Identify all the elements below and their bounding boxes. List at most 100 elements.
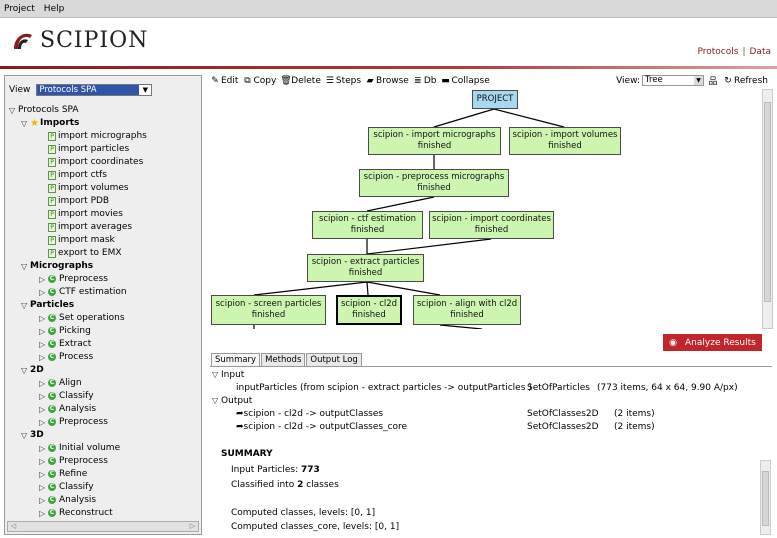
layout-button[interactable]: 品 xyxy=(708,74,719,87)
tree-item[interactable]: ▽2D xyxy=(21,364,44,376)
collapsed-triangle-icon[interactable]: ▷ xyxy=(39,417,46,427)
menu-project[interactable]: Project xyxy=(4,3,35,14)
db-button[interactable]: ≣Db xyxy=(413,76,436,86)
refresh-button[interactable]: ↻Refresh xyxy=(723,76,768,86)
collapsed-triangle-icon[interactable]: ▷ xyxy=(39,287,46,297)
expanded-triangle-icon[interactable]: ▽ xyxy=(21,118,28,128)
menu-help[interactable]: Help xyxy=(43,3,65,14)
horizontal-scrollbar[interactable]: ◁ ▷ xyxy=(7,521,199,532)
expanded-triangle-icon[interactable]: ▽ xyxy=(21,430,28,440)
tab-methods[interactable]: Methods xyxy=(261,353,306,366)
output-section[interactable]: ▽ Output xyxy=(212,396,252,406)
collapsed-triangle-icon[interactable]: ▷ xyxy=(39,313,46,323)
pencil-icon: ✎ xyxy=(211,76,219,86)
view-row: View Protocols SPA ▼ xyxy=(9,84,153,96)
scrollbar-thumb[interactable] xyxy=(764,102,771,302)
collapsed-triangle-icon[interactable]: ▷ xyxy=(39,274,46,284)
tree-item[interactable]: ▽Micrographs xyxy=(21,260,93,272)
expanded-triangle-icon[interactable]: ▽ xyxy=(21,300,28,310)
collapsed-triangle-icon[interactable]: ▷ xyxy=(39,469,46,479)
collapsed-triangle-icon[interactable]: ▷ xyxy=(39,378,46,388)
tree-item[interactable]: ▽★Imports xyxy=(21,117,79,129)
expanded-triangle-icon[interactable]: ▽ xyxy=(9,105,16,115)
protocols-link[interactable]: Protocols xyxy=(697,47,739,57)
collapsed-triangle-icon[interactable]: ▷ xyxy=(39,495,46,505)
collapsed-triangle-icon[interactable]: ▷ xyxy=(39,508,46,518)
graph-vertical-scrollbar[interactable] xyxy=(762,89,773,329)
collapse-button[interactable]: ▬Collapse xyxy=(440,76,490,86)
tree-item[interactable]: ▽Particles xyxy=(21,299,74,311)
collapsed-triangle-icon[interactable]: ▷ xyxy=(39,391,46,401)
collapsed-triangle-icon[interactable]: ▷ xyxy=(39,482,46,492)
delete-button[interactable]: 🗑Delete xyxy=(280,76,321,86)
view-select[interactable]: Protocols SPA ▼ xyxy=(36,84,153,96)
steps-button[interactable]: ☰Steps xyxy=(325,76,361,86)
node-project[interactable]: PROJECT xyxy=(472,90,518,109)
collapsed-triangle-icon[interactable]: ▷ xyxy=(39,339,46,349)
summary-panel: ▽ Input inputParticles (from scipion - e… xyxy=(210,366,772,536)
node-title: scipion - extract particles xyxy=(311,257,420,267)
output-row[interactable]: ➦scipion - cl2d -> outputClasses_core xyxy=(236,422,407,432)
summary-vertical-scrollbar[interactable] xyxy=(760,460,771,535)
browse-button[interactable]: ▰Browse xyxy=(365,76,409,86)
scrollbar-thumb[interactable] xyxy=(762,471,769,526)
scroll-left-icon[interactable]: ◁ xyxy=(10,522,17,530)
expanded-triangle-icon[interactable]: ▽ xyxy=(21,261,28,271)
tab-summary[interactable]: Summary xyxy=(211,353,261,366)
collapsed-triangle-icon[interactable]: ▷ xyxy=(39,443,46,453)
collapsed-triangle-icon[interactable]: ▷ xyxy=(39,326,46,336)
collapsed-triangle-icon[interactable]: ▷ xyxy=(39,352,46,362)
analyze-results-label: Analyze Results xyxy=(685,337,756,348)
edit-button[interactable]: ✎Edit xyxy=(210,76,238,86)
tab-output-log[interactable]: Output Log xyxy=(306,353,362,366)
collapsed-triangle-icon[interactable]: ▷ xyxy=(39,404,46,414)
scroll-right-icon[interactable]: ▷ xyxy=(189,522,196,530)
input-section[interactable]: ▽ Input xyxy=(212,370,244,380)
data-link[interactable]: Data xyxy=(749,47,772,57)
tree-item[interactable]: ▽3D xyxy=(21,429,44,441)
collapsed-triangle-icon[interactable]: ▷ xyxy=(39,456,46,466)
output-label: Output xyxy=(221,396,253,406)
analyze-results-button[interactable]: ◉ Analyze Results xyxy=(663,334,762,351)
tree-item[interactable]: ▽Protocols SPA xyxy=(9,104,79,116)
output-row[interactable]: ➦scipion - cl2d -> outputClasses xyxy=(236,409,383,419)
graph-view-select[interactable]: Tree ▼ xyxy=(642,75,704,86)
copy-button[interactable]: ⧉Copy xyxy=(242,76,276,86)
expanded-triangle-icon[interactable]: ▽ xyxy=(21,365,28,375)
